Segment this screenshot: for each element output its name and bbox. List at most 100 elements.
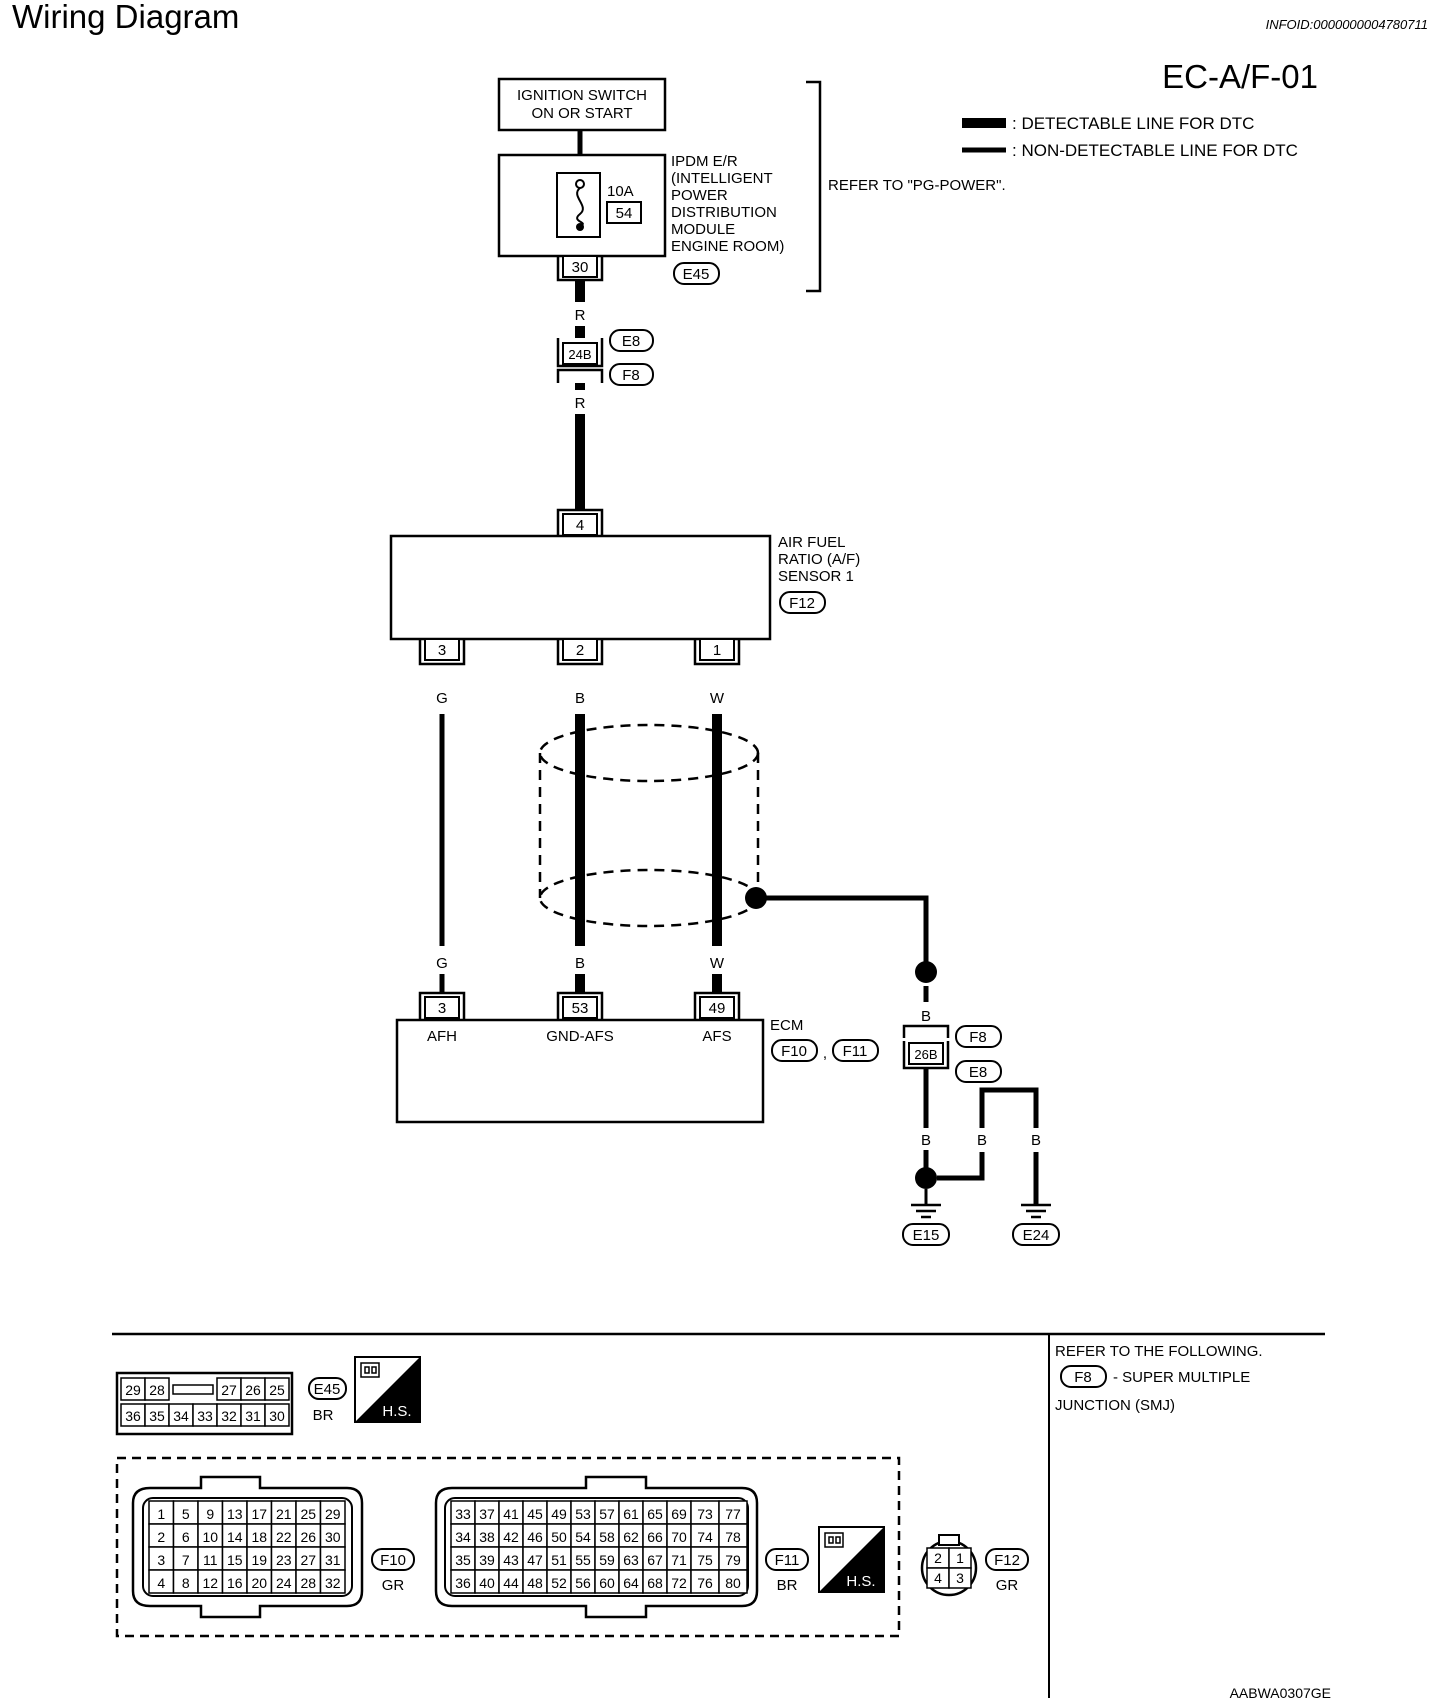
e45-pin: 36 bbox=[125, 1408, 141, 1424]
junction-24b: 24B E8 F8 bbox=[556, 329, 654, 386]
f10-pin: 4 bbox=[157, 1575, 165, 1591]
footer-code: AABWA0307GE bbox=[1230, 1685, 1331, 1701]
reference-connector-badge bbox=[1060, 1365, 1107, 1388]
reference-text-1: - SUPER MULTIPLE bbox=[1113, 1369, 1250, 1386]
f11-pin: 39 bbox=[479, 1552, 495, 1568]
shield-bottom bbox=[538, 868, 760, 928]
reference-connector: F8 bbox=[1074, 1369, 1092, 1386]
ground-e15-badge bbox=[902, 1223, 950, 1246]
ipdm-label-4: DISTRIBUTION bbox=[671, 204, 777, 221]
f11-pin: 36 bbox=[455, 1575, 471, 1591]
f11-pin: 74 bbox=[697, 1529, 713, 1545]
f11-pin: 34 bbox=[455, 1529, 471, 1545]
f10-pin: 30 bbox=[325, 1529, 341, 1545]
ecm-pin-53-bracket bbox=[556, 991, 604, 1020]
ignition-label-1: IGNITION SWITCH bbox=[517, 87, 647, 104]
wire-color-r-lower: R bbox=[575, 395, 586, 412]
ground-e24: E24 bbox=[1012, 1203, 1060, 1246]
sensor-pin-2-label: 2 bbox=[576, 642, 584, 659]
f10-id-badge bbox=[371, 1548, 415, 1571]
wire-splice-branch bbox=[937, 1152, 985, 1181]
f10-pin: 27 bbox=[300, 1552, 316, 1568]
f10-pin: 15 bbox=[227, 1552, 243, 1568]
f12-color: GR bbox=[996, 1577, 1019, 1594]
ignition-switch: IGNITION SWITCH ON OR START bbox=[497, 77, 667, 132]
f10-pin: 13 bbox=[227, 1506, 243, 1522]
f11-pin: 35 bbox=[455, 1552, 471, 1568]
f10-pin: 22 bbox=[276, 1529, 292, 1545]
e45-outline bbox=[115, 1371, 294, 1436]
f11-pin: 46 bbox=[527, 1529, 543, 1545]
harness-side-icon: H.S. bbox=[354, 1356, 421, 1423]
f11-pin: 40 bbox=[479, 1575, 495, 1591]
f11-pin: 77 bbox=[725, 1506, 741, 1522]
connector-f8-label: F8 bbox=[622, 367, 640, 384]
refer-power-note: REFER TO "PG-POWER". bbox=[828, 177, 1006, 194]
e45-pin-cell bbox=[264, 1403, 290, 1427]
f10-shell-outer bbox=[131, 1475, 364, 1619]
f11-pin: 37 bbox=[479, 1506, 495, 1522]
junction-24b-label: 24B bbox=[568, 347, 591, 362]
f11-pin: 69 bbox=[671, 1506, 687, 1522]
f10-pin: 23 bbox=[276, 1552, 292, 1568]
fuse-icon bbox=[576, 187, 584, 227]
ground-e15-label: E15 bbox=[913, 1227, 940, 1244]
f11-pin: 52 bbox=[551, 1575, 567, 1591]
e45-pin: 34 bbox=[173, 1408, 189, 1424]
wire-color-w-lower: W bbox=[710, 955, 725, 972]
wire-shield-drain bbox=[756, 895, 929, 964]
f11-pin: 57 bbox=[599, 1506, 615, 1522]
harness-side-icon: H.S. bbox=[818, 1526, 885, 1593]
f11-pin: 58 bbox=[599, 1529, 615, 1545]
e45-pin: 31 bbox=[245, 1408, 261, 1424]
f10-pin: 19 bbox=[251, 1552, 267, 1568]
diagram-code: EC-A/F-01 bbox=[1162, 58, 1318, 95]
wire-color-b-upper: B bbox=[575, 690, 585, 707]
f11-pin: 43 bbox=[503, 1552, 519, 1568]
f10-pin: 21 bbox=[276, 1506, 292, 1522]
sensor-pin-3-box bbox=[424, 638, 460, 661]
ecm-pin-49-bracket bbox=[693, 991, 741, 1020]
ipdm-label-3: POWER bbox=[671, 187, 728, 204]
hs-triangle-2 bbox=[819, 1527, 884, 1592]
hs-label: H.S. bbox=[382, 1403, 411, 1420]
f11-pin: 56 bbox=[575, 1575, 591, 1591]
af-sensor-box bbox=[389, 534, 772, 641]
f11-pin: 62 bbox=[623, 1529, 639, 1545]
ecm-label: ECM bbox=[770, 1017, 803, 1034]
ipdm-label-2: (INTELLIGENT bbox=[671, 170, 773, 187]
sensor-pin-1-label: 1 bbox=[713, 642, 721, 659]
junction-24b-bracket-bottom bbox=[556, 368, 604, 383]
f11-pin: 47 bbox=[527, 1552, 543, 1568]
e45-pin: 33 bbox=[197, 1408, 213, 1424]
f11-id-badge bbox=[765, 1548, 809, 1571]
f11-pin: 38 bbox=[479, 1529, 495, 1545]
f11-pin: 55 bbox=[575, 1552, 591, 1568]
wire-color-w-upper: W bbox=[710, 690, 725, 707]
fuse-number-box bbox=[606, 201, 642, 224]
ecm-box bbox=[395, 1018, 765, 1124]
f10-pin: 8 bbox=[182, 1575, 190, 1591]
ecm-connector-f11-badge bbox=[832, 1039, 879, 1062]
e45-id: E45 bbox=[314, 1381, 341, 1398]
junction-26b: 26B F8 E8 bbox=[902, 1024, 1002, 1083]
f11-pin: 51 bbox=[551, 1552, 567, 1568]
splice-dot-lower bbox=[915, 1167, 937, 1189]
sensor-pin-2-box bbox=[562, 638, 598, 661]
f11-color: BR bbox=[777, 1577, 798, 1594]
f11-pin: 79 bbox=[725, 1552, 741, 1568]
f10-pin: 9 bbox=[206, 1506, 214, 1522]
f11-pin: 76 bbox=[697, 1575, 713, 1591]
f11-pin: 67 bbox=[647, 1552, 663, 1568]
f10-pin: 24 bbox=[276, 1575, 292, 1591]
ipdm-label-6: ENGINE ROOM) bbox=[671, 238, 784, 255]
wire-color-b-ground-1: B bbox=[921, 1132, 931, 1149]
f12-id: F12 bbox=[994, 1552, 1020, 1569]
f11-pin: 63 bbox=[623, 1552, 639, 1568]
fuse-holder bbox=[556, 172, 601, 238]
ecm-pin-49-box bbox=[699, 996, 735, 1019]
f10-pin: 17 bbox=[251, 1506, 267, 1522]
f12-pin: 1 bbox=[956, 1550, 964, 1566]
